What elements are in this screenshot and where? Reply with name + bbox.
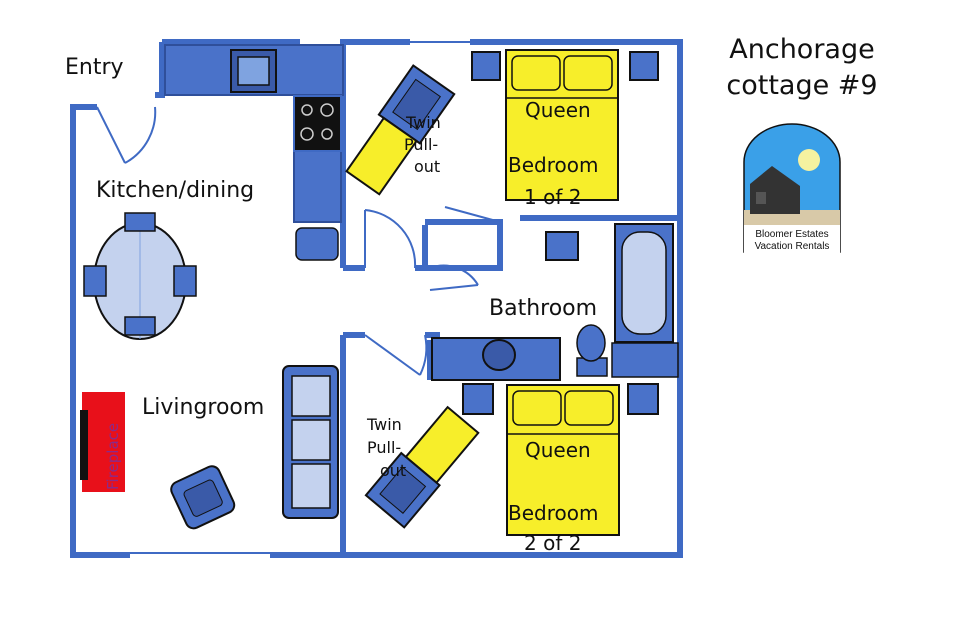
stove-icon xyxy=(293,95,342,152)
armchair-icon xyxy=(170,465,236,530)
title-line-1: Anchorage xyxy=(729,34,875,65)
sofa-icon xyxy=(282,365,339,519)
bed2-name-label: Bedroom xyxy=(508,501,598,525)
bed2-queen-label: Queen xyxy=(525,438,591,462)
bed2-pull-label: Pull- xyxy=(367,438,401,457)
bed1-twin-label: Twin xyxy=(405,113,441,132)
bath-shelf xyxy=(611,342,679,378)
bedroom1-door[interactable] xyxy=(364,209,417,269)
bed1-queen-label: Queen xyxy=(525,98,591,122)
windows xyxy=(130,41,679,554)
toilet-icon xyxy=(576,324,608,377)
queen-bed-2 xyxy=(506,384,620,536)
vanity-counter xyxy=(431,337,561,381)
bathroom-door[interactable] xyxy=(429,264,479,291)
nightstand-icon xyxy=(462,383,659,415)
bed2-count-label: 2 of 2 xyxy=(524,531,581,555)
logo-line-1: Bloomer Estates xyxy=(755,229,828,240)
bed1-out-label: out xyxy=(414,157,440,176)
entry-door[interactable] xyxy=(96,106,157,164)
trash-bin-icon xyxy=(295,227,339,261)
bed1-count-label: 1 of 2 xyxy=(524,185,581,209)
bedroom2-door[interactable] xyxy=(364,334,428,376)
bed2-twin-label: Twin xyxy=(366,415,402,434)
company-logo: Bloomer Estates Vacation Rentals xyxy=(743,123,841,253)
twin-pullout-chair-1 xyxy=(345,64,456,196)
bathroom-label: Bathroom xyxy=(489,296,597,321)
closet-door[interactable] xyxy=(444,206,501,223)
bed1-pull-label: Pull- xyxy=(404,135,438,154)
page-title: Anchorage cottage #9 xyxy=(712,32,892,104)
bathtub-icon xyxy=(614,223,674,343)
fireplace-icon: Fireplace xyxy=(80,392,125,492)
title-line-2: cottage #9 xyxy=(726,70,878,101)
sink-icon xyxy=(230,49,277,93)
bed2-out-label: out xyxy=(380,461,406,480)
twin-pullout-chair-2 xyxy=(364,405,480,529)
entry-label: Entry xyxy=(65,55,124,80)
kitchen-label: Kitchen/dining xyxy=(96,178,254,203)
bed1-name-label: Bedroom xyxy=(508,153,598,177)
livingroom-label: Livingroom xyxy=(142,395,264,420)
queen-bed-1 xyxy=(505,49,619,201)
nightstand-icon xyxy=(471,51,659,81)
logo-line-2: Vacation Rentals xyxy=(755,241,830,252)
dining-table xyxy=(83,212,197,340)
bath-cabinet xyxy=(545,231,579,261)
fireplace-label: Fireplace xyxy=(104,423,122,490)
